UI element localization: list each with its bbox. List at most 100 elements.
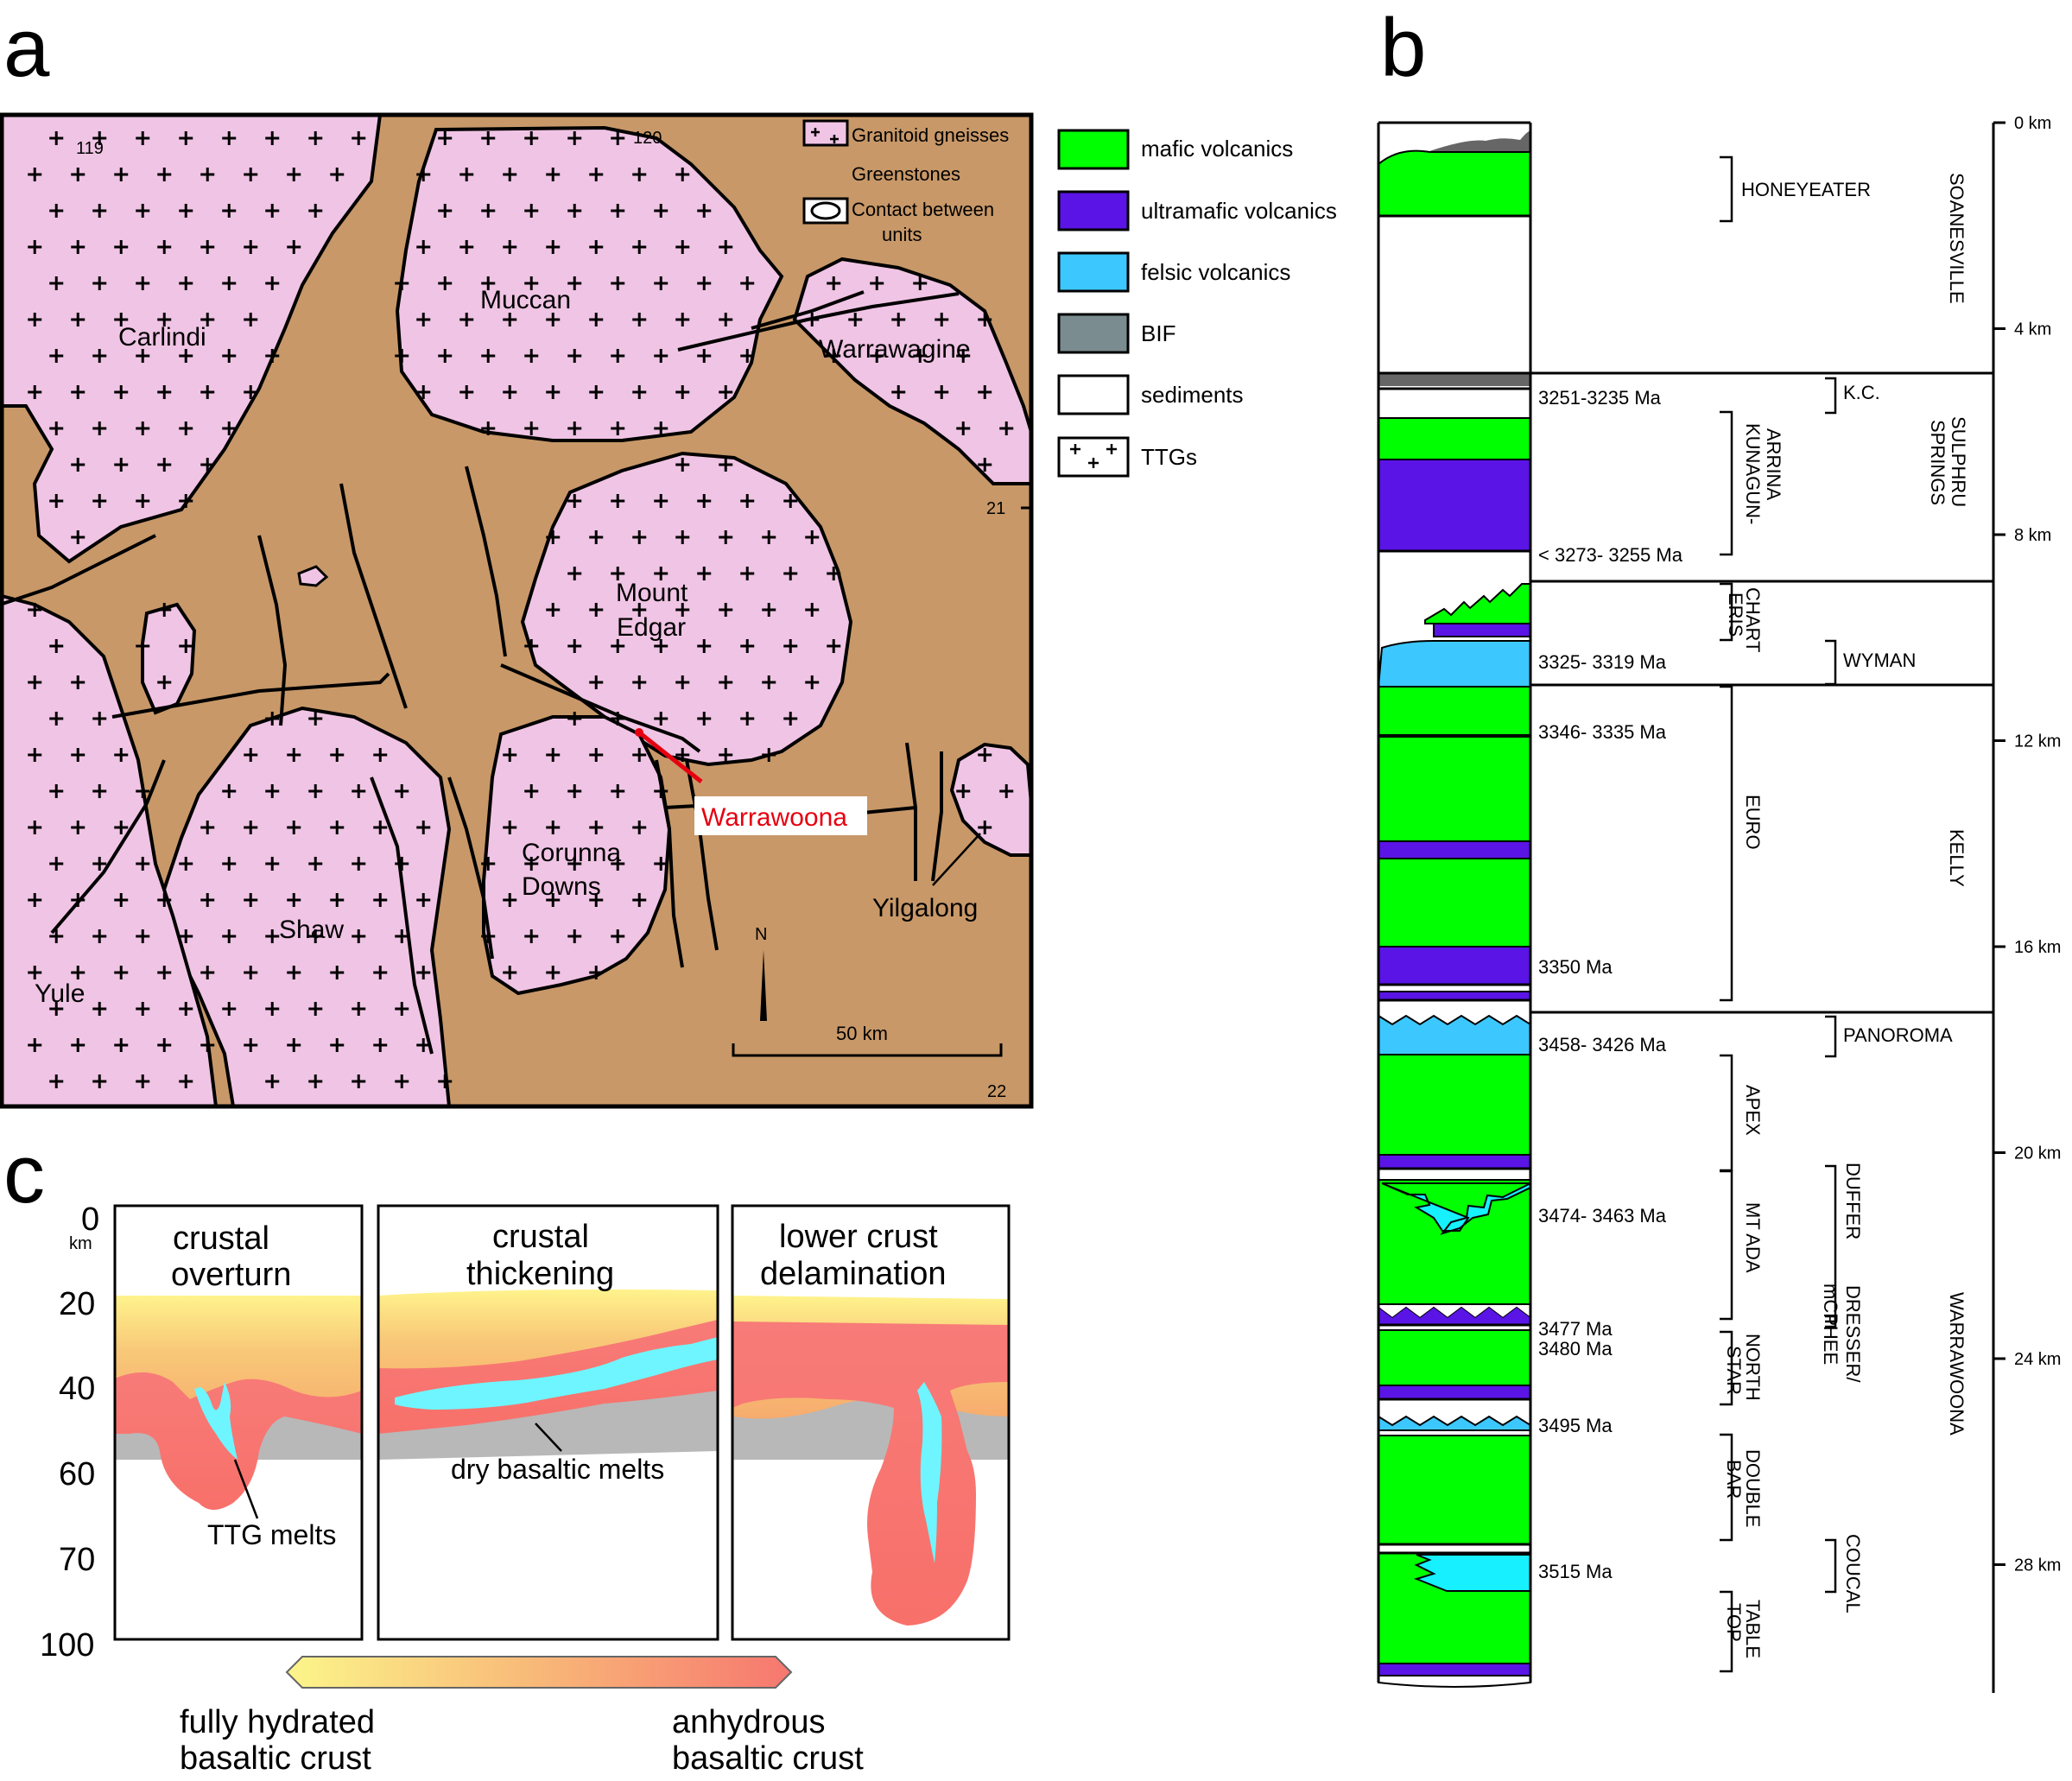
ttg-cross bbox=[438, 349, 453, 363]
formation-northstar-1: NORTH bbox=[1742, 1334, 1764, 1401]
ttg-cross bbox=[244, 893, 258, 907]
model-crustal-overturn: crustal overturn TTG melts bbox=[113, 1204, 364, 1641]
ttg-cross bbox=[481, 204, 496, 218]
legend-ultramafic-swatch bbox=[1057, 190, 1130, 231]
hydration-gradient-arrow bbox=[285, 1656, 793, 1689]
ttg-cross bbox=[308, 929, 323, 943]
ttg-cross bbox=[416, 385, 431, 399]
ttg-cross bbox=[481, 276, 496, 290]
ttg-cross bbox=[244, 1038, 258, 1052]
age-3458: 3458- 3426 Ma bbox=[1538, 1034, 1667, 1055]
ttg-cross bbox=[71, 1038, 86, 1052]
ttg-cross bbox=[395, 349, 409, 363]
ttg-cross bbox=[762, 530, 776, 544]
formation-charteris-2: ERIS bbox=[1725, 593, 1746, 637]
legend-contact-label-1: Contact between bbox=[852, 199, 994, 220]
ttg-cross bbox=[503, 748, 517, 762]
north-arrow-icon bbox=[760, 950, 767, 1021]
formation-doublebar-2: BAR bbox=[1723, 1460, 1745, 1499]
ttg-cross bbox=[92, 131, 107, 145]
ttg-cross bbox=[719, 240, 733, 254]
ttg-cross bbox=[783, 494, 798, 508]
unit-charteris-ultramafic bbox=[1433, 623, 1531, 637]
ttg-cross bbox=[287, 893, 301, 907]
ttg-cross bbox=[222, 131, 237, 145]
ttg-cross bbox=[654, 712, 668, 726]
ttg-cross bbox=[416, 168, 431, 181]
formation-kunagun-2: ARRINA bbox=[1763, 428, 1784, 500]
ttg-cross bbox=[632, 748, 647, 762]
ttg-cross bbox=[92, 204, 107, 218]
ttg-cross bbox=[524, 276, 539, 290]
ttg-cross bbox=[28, 748, 42, 762]
ttg-cross bbox=[114, 966, 129, 979]
ttg-cross bbox=[136, 784, 150, 798]
ttg-cross bbox=[654, 857, 668, 871]
ttg-cross bbox=[567, 784, 582, 798]
ttg-cross bbox=[589, 530, 604, 544]
ttg-cross bbox=[567, 639, 582, 653]
ttg-cross bbox=[287, 966, 301, 979]
ttg-cross bbox=[999, 784, 1014, 798]
ttg-cross bbox=[179, 421, 193, 435]
ttg-cross bbox=[805, 530, 820, 544]
ttg-cross bbox=[265, 349, 280, 363]
ttg-cross bbox=[740, 567, 755, 580]
ttg-cross bbox=[632, 675, 647, 689]
ttg-cross bbox=[28, 168, 42, 181]
ttg-cross bbox=[611, 712, 625, 726]
ttg-cross bbox=[827, 349, 841, 363]
ttg-cross bbox=[308, 784, 323, 798]
title-thickening-2: thickening bbox=[466, 1256, 614, 1292]
ttg-cross bbox=[697, 639, 712, 653]
legend-sediment-swatch bbox=[1057, 374, 1130, 415]
ttg-cross bbox=[978, 821, 992, 834]
legend-bif-label: BIF bbox=[1141, 320, 1175, 346]
ttg-cross bbox=[308, 712, 323, 726]
ttg-cross bbox=[136, 1002, 150, 1016]
age-3273: < 3273- 3255 Ma bbox=[1538, 544, 1683, 566]
ttg-cross bbox=[589, 893, 604, 907]
coord-21: 21 bbox=[986, 499, 1005, 518]
ttg-cross bbox=[978, 385, 992, 399]
ttg-cross bbox=[611, 131, 625, 145]
unit-kunagun-ultramafic bbox=[1378, 459, 1531, 552]
unit-bif-top bbox=[1429, 130, 1530, 151]
ttg-cross bbox=[49, 131, 64, 145]
ttg-cross bbox=[567, 494, 582, 508]
panel-c-label: c bbox=[3, 1128, 45, 1220]
ttg-cross bbox=[157, 675, 172, 689]
formation-mtada: MT ADA bbox=[1742, 1202, 1764, 1273]
formation-charteris-1: CHART bbox=[1742, 587, 1764, 652]
unit-wyman-felsic bbox=[1377, 640, 1531, 688]
ttg-cross bbox=[179, 204, 193, 218]
ttg-cross bbox=[308, 1002, 323, 1016]
ttg-cross bbox=[524, 131, 539, 145]
ttg-cross bbox=[632, 313, 647, 326]
warrawoona-red-line bbox=[637, 731, 703, 783]
formation-kc: K.C. bbox=[1843, 382, 1880, 403]
ttg-cross bbox=[200, 821, 215, 834]
legend-mafic-label: mafic volcanics bbox=[1141, 136, 1293, 162]
ttg-cross bbox=[654, 421, 668, 435]
ttg-cross bbox=[395, 1002, 409, 1016]
ttg-cross bbox=[524, 929, 539, 943]
ttg-cross bbox=[524, 349, 539, 363]
ttg-cross bbox=[697, 349, 712, 363]
ttg-cross bbox=[654, 276, 668, 290]
ttg-cross bbox=[352, 857, 366, 871]
label-edgar: Edgar bbox=[617, 613, 686, 642]
unit-base-ultramafic bbox=[1378, 1663, 1531, 1676]
ttg-cross bbox=[71, 313, 86, 326]
ttg-cross bbox=[222, 349, 237, 363]
ttg-cross bbox=[632, 893, 647, 907]
ttg-cross bbox=[978, 748, 992, 762]
ttg-cross bbox=[136, 1074, 150, 1088]
legend-mafic-swatch bbox=[1057, 129, 1130, 170]
ttg-cross bbox=[654, 204, 668, 218]
ttg-cross bbox=[352, 929, 366, 943]
ttg-cross bbox=[567, 567, 582, 580]
ttg-cross bbox=[740, 712, 755, 726]
ttg-cross bbox=[611, 929, 625, 943]
ttg-cross bbox=[114, 168, 129, 181]
